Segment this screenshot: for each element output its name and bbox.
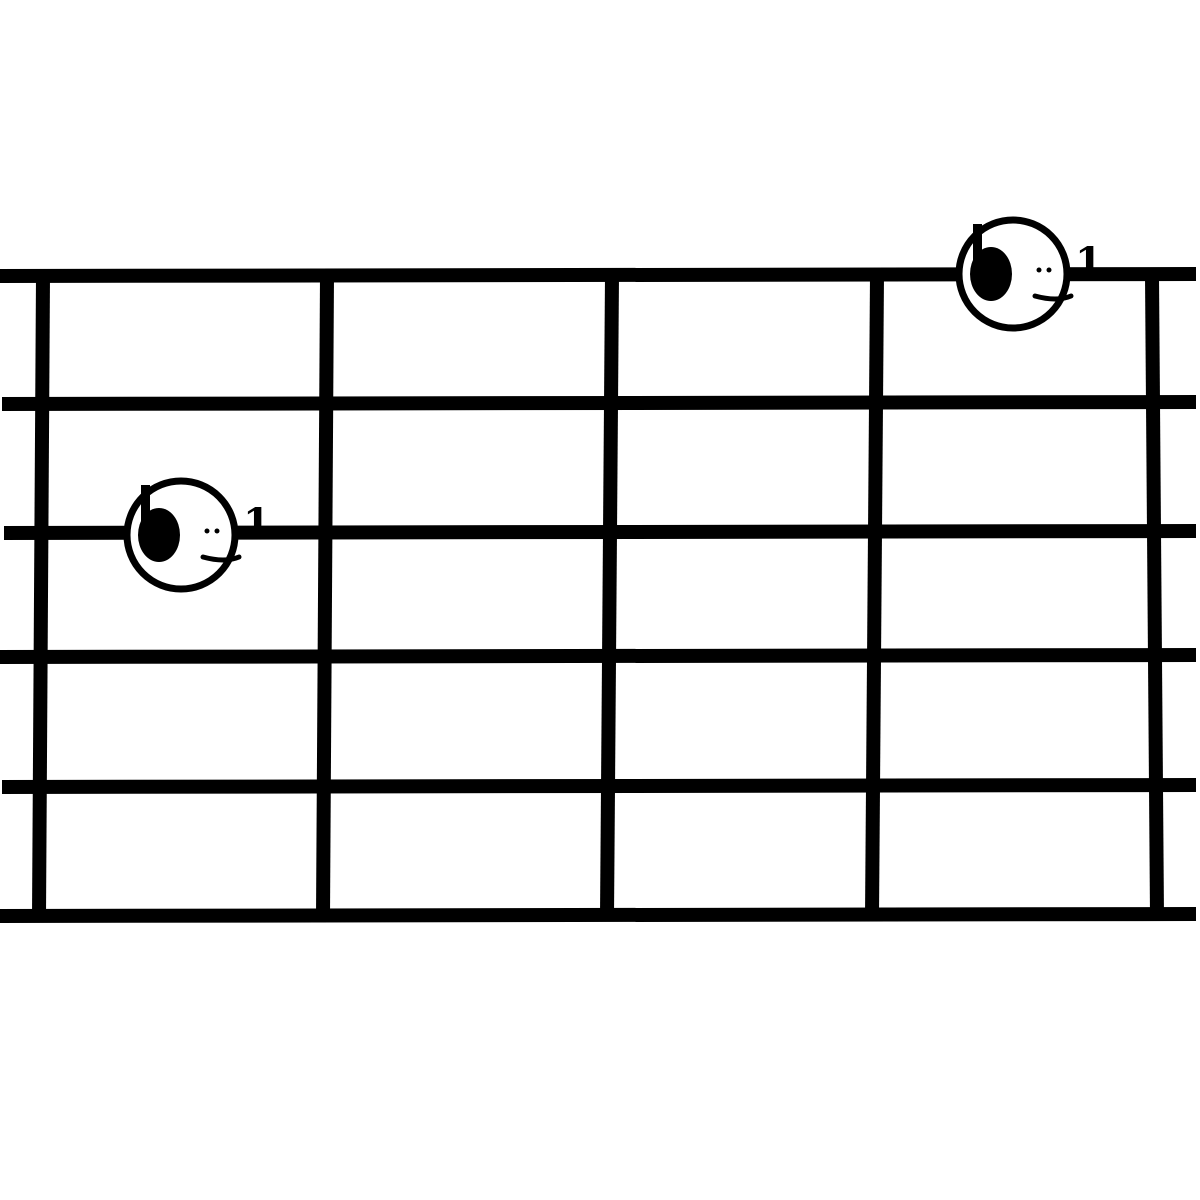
frets <box>32 275 1164 917</box>
finger-marker: 1 <box>123 477 271 593</box>
string-line-4 <box>0 648 1197 664</box>
marker-circle <box>123 477 239 593</box>
finger-number-label: 1 <box>1075 239 1103 286</box>
fret-line-3 <box>865 275 884 917</box>
finger-markers: 11 <box>123 216 1103 593</box>
fret-line-4 <box>1145 275 1164 917</box>
note-face-icon <box>138 485 242 563</box>
finger-number-label: 1 <box>243 500 271 547</box>
string-line-2 <box>1 395 1197 411</box>
finger-marker: 1 <box>955 216 1103 332</box>
fret-line-2 <box>600 275 619 917</box>
fret-line-0 <box>32 275 50 917</box>
note-face-icon <box>970 224 1074 302</box>
fret-line-1 <box>316 275 334 917</box>
string-line-5 <box>1 778 1197 794</box>
string-line-6 <box>0 907 1197 923</box>
marker-circle <box>955 216 1071 332</box>
